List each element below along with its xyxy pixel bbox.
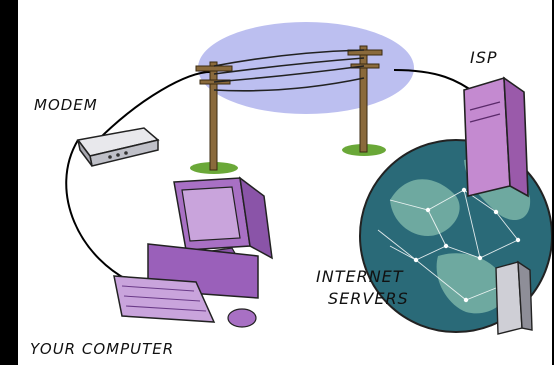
internet-server-icon [496, 262, 532, 334]
network-diagram: MODEM ISP INTERNET SERVERS YOUR COMPUTER [18, 0, 552, 365]
computer-icon [114, 178, 272, 327]
modem-icon [78, 128, 158, 166]
internet-label-line1: INTERNET [316, 266, 409, 288]
isp-server-tower-icon [464, 78, 528, 196]
internet-label-line2: SERVERS [316, 288, 409, 310]
your-computer-label: YOUR COMPUTER [30, 340, 174, 358]
isp-label: ISP [470, 48, 498, 67]
modem-label: MODEM [34, 96, 98, 114]
internet-servers-label: INTERNET SERVERS [316, 266, 409, 310]
connection-line [98, 72, 214, 140]
